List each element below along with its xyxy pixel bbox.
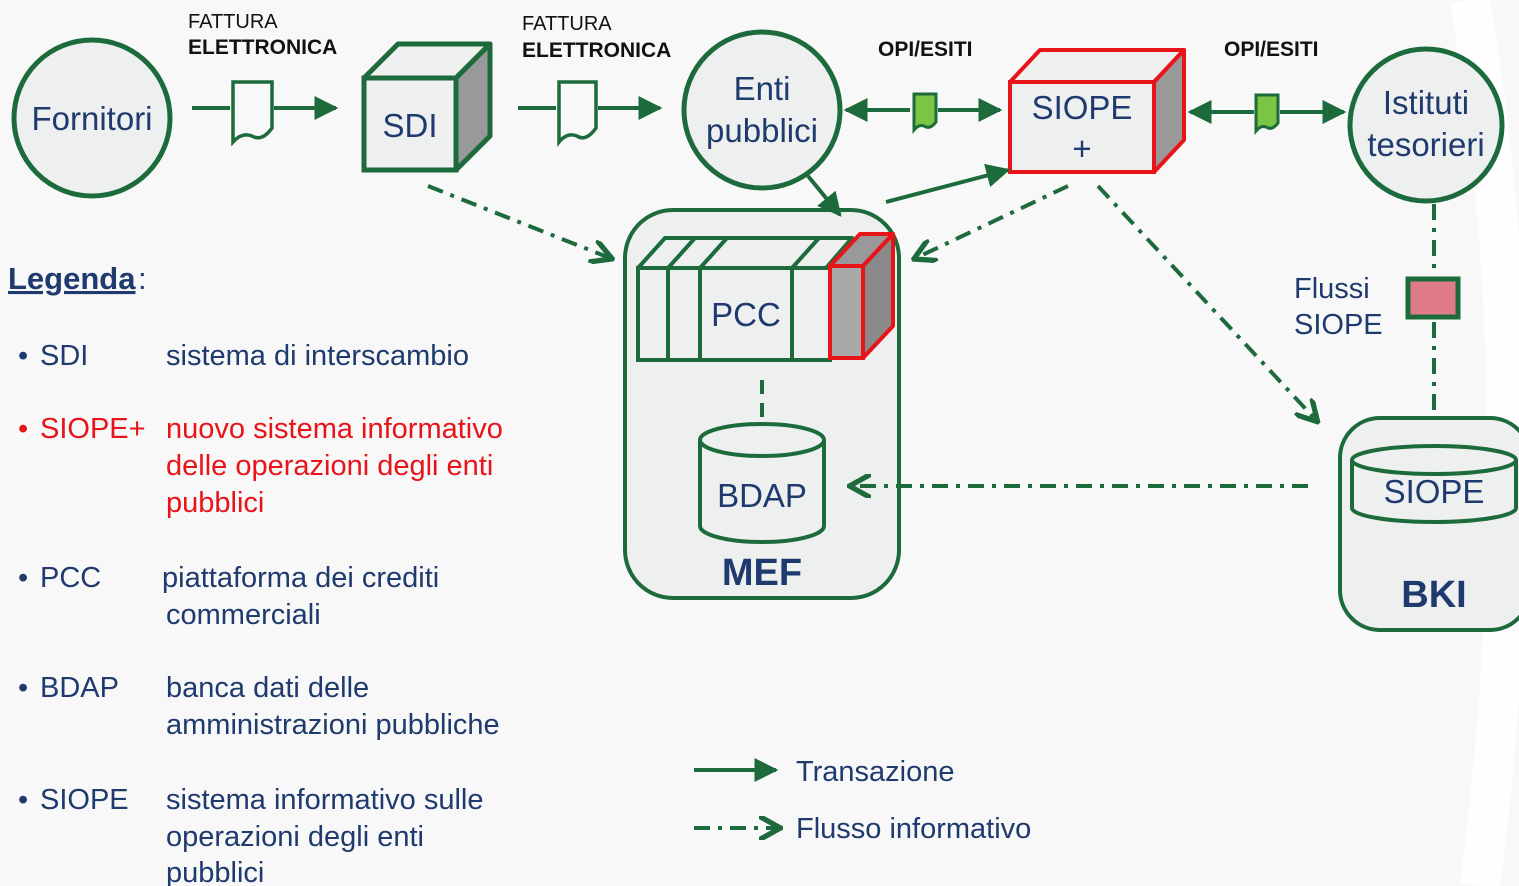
sdi-label: SDI: [382, 107, 437, 144]
legend-desc-siope-2: operazioni degli enti: [166, 821, 424, 853]
opi-esiti-label-2: OPI/ESITI: [1224, 38, 1319, 61]
flussi-siope-icon: [1405, 276, 1461, 320]
legend-term-pcc: PCC: [40, 562, 101, 594]
invoice-document-2: [518, 80, 663, 147]
pcc-label: PCC: [711, 296, 781, 333]
legend-term-sdi: SDI: [40, 340, 88, 372]
arrow-key: Transazione Flusso informativo: [694, 756, 1031, 845]
flow-siope-plus-to-bki: [1096, 184, 1316, 420]
legend-term-siope: SIOPE: [40, 784, 129, 816]
opi-esiti-label-1: OPI/ESITI: [878, 38, 973, 61]
siope-db-label: SIOPE: [1384, 473, 1485, 510]
legend-desc-bdap-1: banca dati delle: [166, 672, 369, 704]
opi-document-icon: [912, 92, 938, 135]
flussi-label-line2: SIOPE: [1294, 309, 1383, 341]
node-bki: SIOPE BKI: [1338, 416, 1519, 632]
siope-plus-label-line2: +: [1072, 130, 1091, 167]
opi-esiti-exchange-2: [1187, 93, 1347, 136]
legend-bullet: •: [18, 784, 28, 816]
mef-label: MEF: [722, 552, 802, 594]
legend-colon: :: [138, 261, 147, 296]
document-icon: [557, 80, 598, 147]
key-transazione-label: Transazione: [796, 756, 955, 788]
legend: Legenda : • SDI sistema di interscambio …: [8, 261, 503, 886]
fattura-label-2-bottom: ELETTRONICA: [522, 39, 671, 62]
invoice-document-1: [192, 80, 339, 147]
arrow-mef-to-siope-plus: [885, 163, 1011, 204]
legend-term-siope-plus: SIOPE+: [40, 413, 146, 445]
node-siope-plus: SIOPE +: [1008, 48, 1186, 174]
siope-database: SIOPE: [1350, 444, 1518, 524]
bki-label: BKI: [1401, 574, 1466, 616]
legend-desc-sdi: sistema di interscambio: [166, 340, 469, 372]
legend-bullet: •: [18, 413, 28, 445]
node-istituti-tesorieri: Istituti tesorieri: [1347, 46, 1505, 204]
arrow-enti-to-mef: [806, 174, 842, 217]
opi-document-icon: [1254, 93, 1280, 136]
legend-bullet: •: [18, 340, 28, 372]
flow-siope-plus-to-mef: [916, 184, 1069, 258]
legend-desc-siope-plus-2: delle operazioni degli enti: [166, 450, 493, 482]
istituti-label-line1: Istituti: [1383, 84, 1469, 121]
legend-bullet: •: [18, 672, 28, 704]
fornitori-label: Fornitori: [31, 100, 152, 137]
opi-esiti-exchange-1: [843, 92, 1003, 135]
legend-desc-siope-plus-3: pubblici: [166, 487, 264, 519]
legend-desc-bdap-2: amministrazioni pubbliche: [166, 709, 500, 741]
document-icon: [231, 80, 274, 147]
bdap-database: BDAP: [698, 422, 826, 544]
node-mef: PCC BDAP MEF: [623, 208, 901, 600]
node-sdi: SDI: [361, 41, 493, 173]
node-fornitori: Fornitori: [11, 37, 173, 199]
enti-label-line2: pubblici: [706, 112, 818, 149]
flow-sdi-to-mef: [427, 184, 610, 258]
flussi-label-line1: Flussi: [1294, 273, 1370, 305]
legend-desc-siope-1: sistema informativo sulle: [166, 784, 484, 816]
fattura-label-1-bottom: ELETTRONICA: [188, 36, 337, 59]
fattura-label-2-top: FATTURA: [522, 13, 612, 35]
legend-bullet: •: [18, 562, 28, 594]
legend-desc-pcc-2: commerciali: [166, 599, 321, 631]
pcc-box: PCC: [636, 232, 895, 362]
istituti-label-line2: tesorieri: [1367, 126, 1484, 163]
bdap-label: BDAP: [717, 477, 807, 514]
legend-term-bdap: BDAP: [40, 672, 119, 704]
fattura-label-1-top: FATTURA: [188, 11, 278, 33]
node-enti-pubblici: Enti pubblici: [681, 29, 843, 191]
key-flusso-label: Flusso informativo: [796, 813, 1031, 845]
enti-label-line1: Enti: [734, 70, 791, 107]
siope-plus-label-line1: SIOPE: [1032, 89, 1133, 126]
legend-desc-siope-3: pubblici: [166, 857, 264, 886]
legend-title: Legenda: [8, 261, 136, 296]
legend-desc-siope-plus-1: nuovo sistema informativo: [166, 413, 503, 445]
legend-desc-pcc-1: piattaforma dei crediti: [162, 562, 439, 594]
